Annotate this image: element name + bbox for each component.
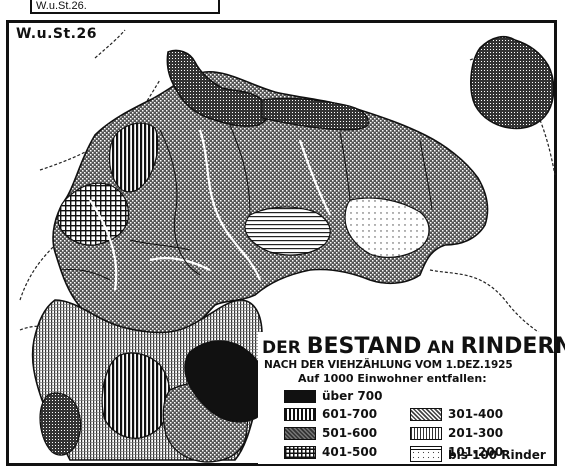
region-coast-north: [261, 97, 369, 131]
legend-label: 301-400: [448, 407, 504, 421]
region-hanover: [108, 122, 159, 193]
legend-item: 201-300: [410, 425, 503, 441]
legend-swatch: [410, 426, 442, 440]
sheet-label: W.u.St.26: [16, 26, 97, 42]
legend-item: 601-700: [284, 406, 377, 422]
legend-swatch: [410, 407, 442, 421]
legend-swatch: [410, 448, 442, 462]
legend-swatch: [284, 407, 316, 421]
legend-item: bis 100 Rinder: [410, 447, 546, 463]
legend-title-part2: BESTAND: [306, 334, 422, 359]
legend-label: 501-600: [322, 426, 378, 440]
region-west: [57, 182, 130, 246]
legend-label: über 700: [322, 389, 383, 403]
region-silesia: [344, 197, 430, 258]
legend-unit-line: Auf 1000 Einwohner entfallen:: [298, 372, 487, 385]
region-baden: [39, 392, 82, 456]
legend: DER BESTAND AN RINDERN NACH DER VIEHZÄHL…: [258, 332, 565, 464]
legend-swatch: [284, 426, 316, 440]
legend-title-part3: AN: [421, 338, 461, 358]
legend-title: DER BESTAND AN RINDERN: [262, 334, 565, 359]
legend-subtitle: NACH DER VIEHZÄHLUNG VOM 1.DEZ.1925: [264, 359, 513, 371]
legend-label: 401-500: [322, 445, 378, 459]
inner-borders: [59, 124, 433, 281]
region-wurttemberg: [101, 352, 171, 439]
legend-label: 601-700: [322, 407, 378, 421]
region-prussia-core: [52, 71, 489, 337]
legend-item: 401-500: [284, 444, 377, 460]
legend-item: über 700: [284, 388, 382, 404]
region-east-prussia: [470, 35, 555, 130]
rivers: [89, 129, 331, 291]
legend-label: 201-300: [448, 426, 504, 440]
legend-title-part1: DER: [262, 338, 307, 358]
map-frame: [6, 20, 557, 466]
region-upper-bavaria: [184, 340, 271, 423]
clipped-header-label: W.u.St.26.: [30, 0, 220, 14]
legend-swatch: [284, 445, 316, 459]
region-central-light: [244, 206, 331, 256]
legend-label: 101-200: [448, 445, 504, 459]
legend-item: 501-600: [284, 425, 377, 441]
legend-item: 301-400: [410, 406, 503, 422]
legend-swatch: [284, 389, 316, 403]
legend-label: bis 100 Rinder: [448, 448, 546, 462]
legend-title-part4: RINDERN: [460, 334, 565, 359]
